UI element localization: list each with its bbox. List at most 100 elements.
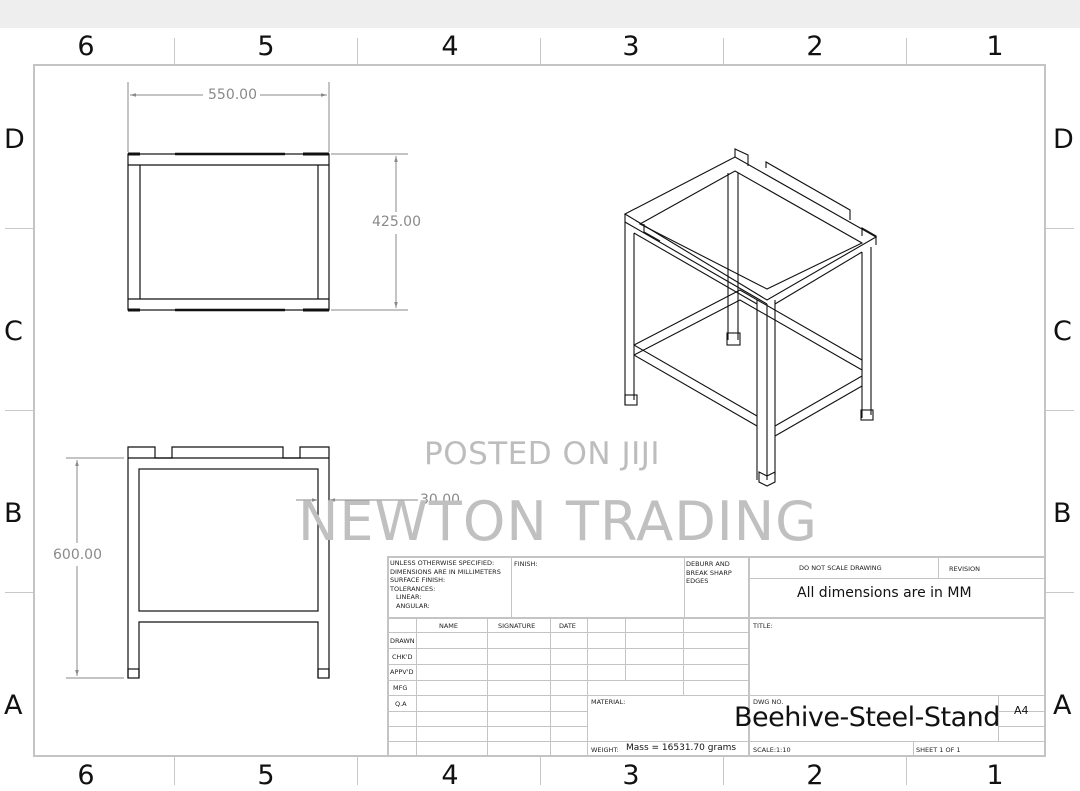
front-view [127,446,330,679]
tb-line [387,556,1046,558]
zone-col-top-3: 3 [622,31,640,62]
tb-deburr-line: EDGES [686,577,709,585]
tb-line [913,741,914,757]
zone-col-bottom-2: 2 [806,760,824,791]
tb-note-line: LINEAR: [396,593,422,601]
tb-row-drawn: DRAWN [390,637,415,645]
tb-header-signature: SIGNATURE [498,622,536,630]
zone-col-bottom-5: 5 [257,760,275,791]
zone-tick [5,410,33,411]
tb-deburr-line: BREAK SHARP [686,568,732,577]
zone-tick [906,757,907,785]
tb-dwg-no: Beehive-Steel-Stand [734,702,1000,733]
tb-header-name: NAME [439,622,459,630]
zone-tick [723,38,724,64]
dimension-height-600: 600.00 [53,547,102,563]
zone-row-right-D: D [1053,124,1074,155]
zone-tick [723,757,724,785]
tb-line [684,556,685,617]
tb-title-label: TITLE: [753,622,773,630]
zone-col-bottom-6: 6 [77,760,95,791]
tb-notes: UNLESS OTHERWISE SPECIFIED: DIMENSIONS A… [390,559,501,610]
tb-line [387,617,1046,619]
tb-header-date: DATE [559,622,576,630]
tb-line [998,726,1046,727]
dimension-depth-425: 425.00 [372,214,421,230]
tb-weight-value: Mass = 16531.70 grams [626,743,737,753]
zone-row-right-A: A [1053,690,1072,721]
zone-tick [5,228,33,229]
tb-line [387,741,1046,742]
tb-line [998,695,999,741]
tb-row-qa: Q.A [395,700,407,708]
tb-dwg-no-label: DWG NO. [753,698,784,706]
tb-material-label: MATERIAL: [591,698,626,706]
watermark-posted-on-jiji: POSTED ON JIJI [424,436,661,472]
sheet-border [33,64,1046,757]
zone-tick [540,757,541,785]
zone-tick [1046,592,1074,593]
zone-tick [174,757,175,785]
tb-line [938,556,939,578]
tb-line [511,556,512,617]
tb-note-line: UNLESS OTHERWISE SPECIFIED: [390,559,495,567]
tb-size: A4 [1014,704,1029,717]
zone-tick [357,38,358,64]
tb-note-line: ANGULAR: [396,601,430,610]
tb-note-line: TOLERANCES: [390,584,436,593]
tb-line [387,664,748,665]
zone-tick [5,592,33,593]
tb-line [387,680,748,681]
tb-dimensions-note: All dimensions are in MM [797,585,972,601]
title-block: UNLESS OTHERWISE SPECIFIED: DIMENSIONS A… [387,556,1046,757]
tb-line [748,695,1046,696]
top-bar [0,0,1080,28]
zone-col-top-5: 5 [257,31,275,62]
zone-col-top-4: 4 [441,31,459,62]
zone-row-left-D: D [4,124,25,155]
zone-tick [174,38,175,64]
zone-tick [1046,410,1074,411]
tb-sheet: SHEET 1 OF 1 [916,746,961,754]
tb-line [683,617,684,695]
zone-tick [906,38,907,64]
isometric-view [623,148,878,487]
zone-col-bottom-4: 4 [441,760,459,791]
zone-row-left-B: B [4,498,23,529]
dimension-width-550: 550.00 [208,87,257,103]
watermark-newton-trading: NEWTON TRADING [298,490,818,553]
tb-revision-label: REVISION [949,565,981,573]
tb-note-line: DIMENSIONS ARE IN MILLIMETERS [390,567,501,576]
tb-line [587,617,588,757]
tb-row-mfg: MFG [393,684,408,692]
tb-note-line: SURFACE FINISH: [390,576,446,584]
tb-line [387,556,389,757]
zone-tick [1046,228,1074,229]
tb-row-chkd: CHK'D [392,653,413,661]
zone-col-top-1: 1 [986,31,1004,62]
tb-line [487,617,488,757]
zone-col-bottom-3: 3 [622,760,640,791]
tb-line [387,711,587,712]
tb-line [998,711,1046,712]
front-view-dimensions [66,457,418,679]
zone-row-right-B: B [1053,498,1072,529]
zone-col-top-2: 2 [806,31,824,62]
tb-row-appvd: APPV'D [390,668,414,676]
tb-line [387,632,748,633]
zone-tick [540,38,541,64]
tb-weight-label: WEIGHT: [591,746,619,754]
tb-scale: SCALE:1:10 [753,746,791,754]
tb-deburr: DEBURR AND BREAK SHARP EDGES [686,560,732,586]
dimension-tube-30: 30.00 [420,492,461,508]
top-view-dimensions [127,82,408,311]
zone-row-right-C: C [1053,316,1072,347]
tb-do-not-scale: DO NOT SCALE DRAWING [799,564,882,572]
tb-finish-label: FINISH: [514,560,538,568]
zone-tick [357,757,358,785]
tb-line [387,648,748,649]
zone-col-bottom-1: 1 [986,760,1004,791]
tb-line [387,695,748,696]
tb-line [387,726,587,727]
